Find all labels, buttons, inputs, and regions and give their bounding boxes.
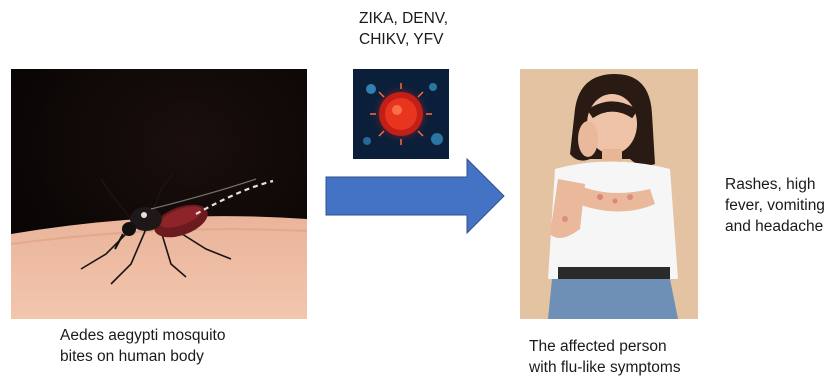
affected-person-caption: The affected person with flu-like sympto… <box>529 336 779 378</box>
virus-image <box>353 69 449 159</box>
right-arrow <box>325 158 505 239</box>
virus-names-label: ZIKA, DENV, CHIKV, YFV <box>359 8 479 50</box>
arrow-body <box>326 159 504 233</box>
affected-person-photo <box>520 69 698 319</box>
mosquito-photo <box>11 69 307 319</box>
symptoms-text: Rashes, high fever, vomiting and headach… <box>725 174 839 237</box>
mosquito-caption: Aedes aegypti mosquito bites on human bo… <box>60 325 320 367</box>
